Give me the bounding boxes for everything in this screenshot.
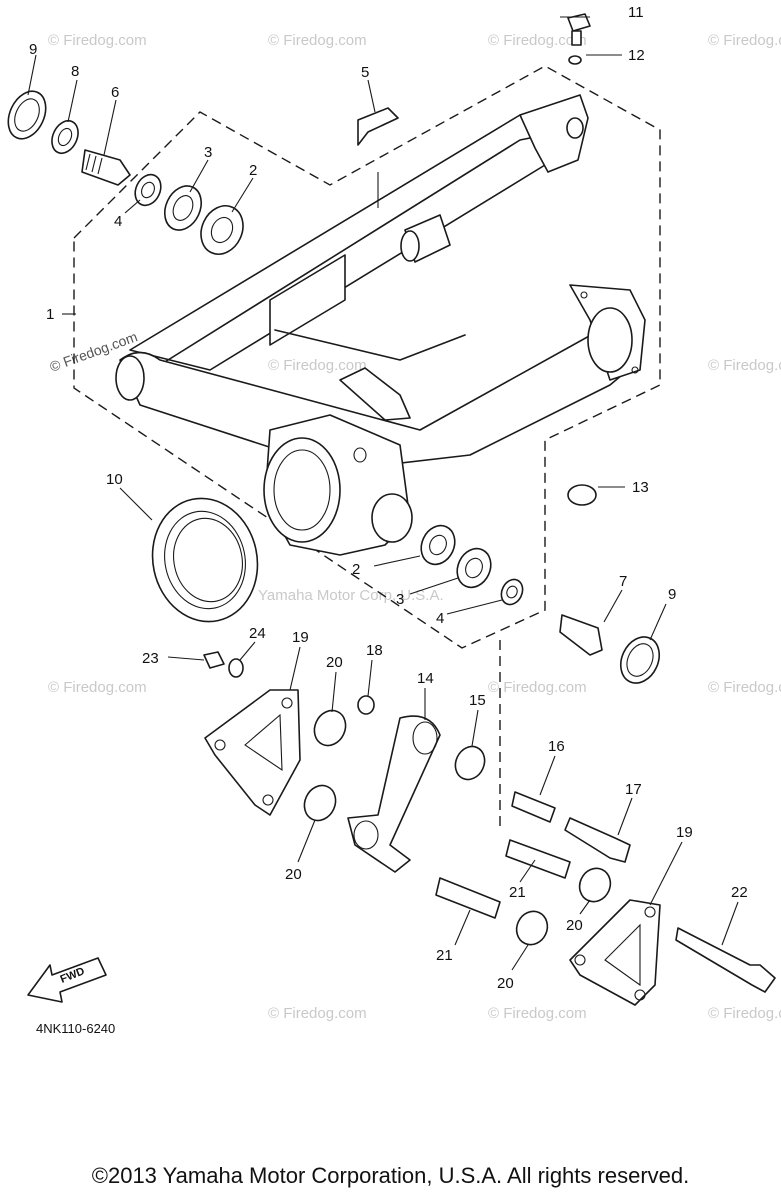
callout-9: 9 <box>29 41 37 58</box>
callout-20: 20 <box>566 917 583 934</box>
callout-5: 5 <box>361 64 369 81</box>
diagram-code: 4NK110-6240 <box>36 1021 115 1036</box>
callout-3: 3 <box>396 591 404 608</box>
watermark: © Firedog.com <box>488 32 587 49</box>
callout-20: 20 <box>326 654 343 671</box>
callout-3: 3 <box>204 144 212 161</box>
watermark: © Firedog.com <box>268 1005 367 1022</box>
callout-23: 23 <box>142 650 159 667</box>
callout-19: 19 <box>292 629 309 646</box>
callout-21: 21 <box>436 947 453 964</box>
callout-2: 2 <box>249 162 257 179</box>
linkage-parts <box>203 651 776 1006</box>
callout-7: 7 <box>619 573 627 590</box>
watermark: © Firedog.com <box>708 1005 781 1022</box>
watermark: © Firedog.com <box>708 32 781 49</box>
callout-19: 19 <box>676 824 693 841</box>
callout-21: 21 <box>509 884 526 901</box>
callout-2: 2 <box>352 561 360 578</box>
callout-24: 24 <box>249 625 266 642</box>
callout-8: 8 <box>71 63 79 80</box>
assembly-outline <box>73 65 661 830</box>
watermark: © Firedog.com <box>708 679 781 696</box>
left-pivot-parts <box>7 90 244 255</box>
callout-20: 20 <box>285 866 302 883</box>
callout-18: 18 <box>366 642 383 659</box>
callout-10: 10 <box>106 471 123 488</box>
callout-9: 9 <box>668 586 676 603</box>
swingarm <box>115 94 646 556</box>
callout-4: 4 <box>436 610 444 627</box>
callout-16: 16 <box>548 738 565 755</box>
part-10-ring <box>151 497 259 623</box>
callouts: 9 8 6 3 2 4 1 5 11 12 10 2 3 4 13 7 9 23… <box>29 4 748 992</box>
callout-12: 12 <box>628 47 645 64</box>
leader-lines <box>27 16 739 971</box>
bolt-and-washer <box>567 13 591 65</box>
callout-15: 15 <box>469 692 486 709</box>
copyright-footer: ©2013 Yamaha Motor Corporation, U.S.A. A… <box>91 1163 690 1188</box>
callout-1: 1 <box>46 306 54 323</box>
callout-11: 11 <box>628 4 644 21</box>
watermark: © Firedog.com <box>268 32 367 49</box>
watermark: © Firedog.com <box>488 1005 587 1022</box>
watermark: © Firedog.com <box>488 679 587 696</box>
callout-13: 13 <box>632 479 649 496</box>
watermark: © Firedog.com <box>268 357 367 374</box>
fwd-arrow: FWD <box>27 957 107 1003</box>
right-pivot-parts <box>420 524 661 684</box>
callout-14: 14 <box>417 670 434 687</box>
callout-6: 6 <box>111 84 119 101</box>
watermark: © Firedog.com <box>708 357 781 374</box>
part-13-cap <box>567 484 597 506</box>
callout-20: 20 <box>497 975 514 992</box>
callout-22: 22 <box>731 884 748 901</box>
watermark: © Firedog.com <box>48 32 147 49</box>
watermark: © Firedog.com <box>48 679 147 696</box>
part-5-cover <box>357 107 399 146</box>
callout-4: 4 <box>114 213 122 230</box>
center-watermark: Yamaha Motor Corp, U.S.A. <box>258 587 444 604</box>
callout-17: 17 <box>625 781 642 798</box>
